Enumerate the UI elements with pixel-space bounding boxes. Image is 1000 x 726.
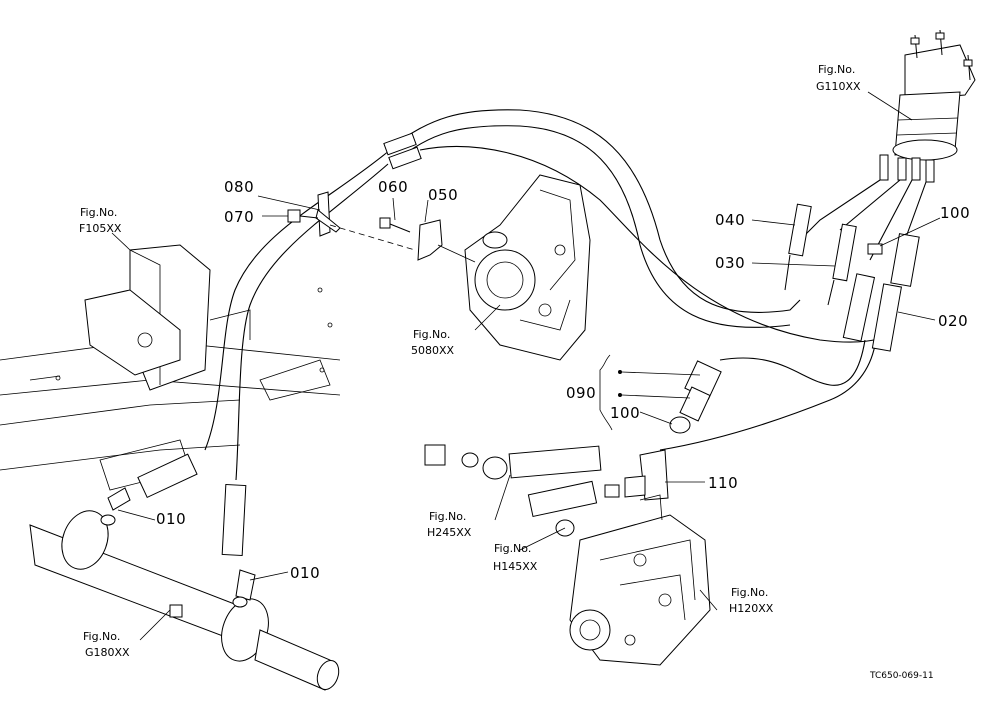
fig-ref-g110-line2: G110XX: [816, 80, 861, 93]
steering-motor-assembly: [879, 29, 976, 183]
fig-ref-5080-line1: Fig.No.: [413, 328, 450, 341]
part-label-050: 050: [428, 186, 458, 204]
engine-housing: [464, 174, 591, 361]
fig-ref-h145-line1: Fig.No.: [494, 542, 531, 555]
hose-couplings: [383, 132, 920, 352]
part-label-100-mid: 100: [610, 404, 640, 422]
part-label-030: 030: [715, 254, 745, 272]
steering-cylinder: [29, 510, 340, 691]
part-label-010-left: 010: [156, 510, 186, 528]
part-label-070: 070: [224, 208, 254, 226]
part-label-020: 020: [938, 312, 968, 330]
fig-ref-h245-line2: H245XX: [427, 526, 472, 539]
bolt-070: [287, 209, 319, 223]
drawing-code: TC650-069-11: [869, 671, 934, 681]
fig-ref-g180-line2: G180XX: [85, 646, 130, 659]
bracket-050: [417, 219, 476, 263]
part-label-080: 080: [224, 178, 254, 196]
bolt-060: [379, 217, 411, 233]
fig-ref-h120-line1: Fig.No.: [731, 586, 768, 599]
fig-ref-f105-line1: Fig.No.: [80, 206, 117, 219]
fig-ref-g110-line1: Fig.No.: [818, 63, 855, 76]
fig-ref-f105-line2: F105XX: [79, 222, 122, 235]
bracket-080: [315, 191, 341, 237]
part-label-060: 060: [378, 178, 408, 196]
fig-ref-g180-line1: Fig.No.: [83, 630, 120, 643]
fig-ref-h145-line2: H145XX: [493, 560, 538, 573]
hydraulic-pump: [569, 494, 711, 666]
part-label-040: 040: [715, 211, 745, 229]
part-label-100-top: 100: [940, 204, 970, 222]
hose-fittings-middle: [424, 444, 620, 537]
fig-ref-5080-line2: 5080XX: [411, 344, 455, 357]
valve-fittings: [624, 360, 722, 501]
fig-ref-h245-line1: Fig.No.: [429, 510, 466, 523]
frame-structure: [0, 244, 341, 491]
part-label-090: 090: [566, 384, 596, 402]
part-label-110: 110: [708, 474, 738, 492]
fig-ref-h120-line2: H120XX: [729, 602, 774, 615]
cylinder-fittings: [100, 453, 256, 608]
part-label-010-right: 010: [290, 564, 320, 582]
